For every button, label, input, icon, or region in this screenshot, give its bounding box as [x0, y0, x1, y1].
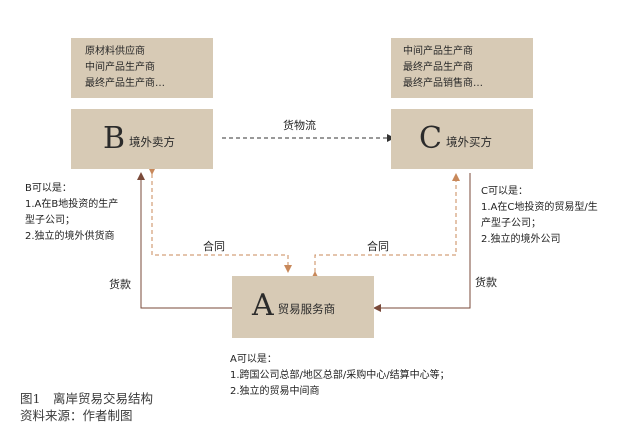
- note-b: B可以是： 1.A在B地投资的生产 型子公司； 2.独立的境外供货商: [25, 181, 118, 245]
- node-a: A 贸易服务商: [232, 276, 374, 338]
- top-left-box: 原材料供应商 中间产品生产商 最终产品生产商…: [71, 38, 213, 98]
- note-b-line-3: 型子公司；: [25, 215, 75, 226]
- top-left-line-3: 最终产品生产商…: [85, 78, 165, 89]
- note-a-line-3: 2.独立的贸易中间商: [230, 386, 320, 397]
- note-a: A可以是： 1.跨国公司总部/地区总部/采购中心/结算中心等； 2.独立的贸易中…: [230, 352, 450, 400]
- note-a-line-2: 1.跨国公司总部/地区总部/采购中心/结算中心等；: [230, 370, 450, 381]
- note-c-line-4: 2.独立的境外公司: [481, 234, 561, 245]
- payment-arrow-left: [137, 172, 232, 309]
- contract-label-left: 合同: [203, 240, 225, 253]
- goods-flow-label: 货物流: [283, 119, 316, 132]
- note-c-line-1: C可以是：: [481, 186, 528, 197]
- payment-label-left: 货款: [109, 278, 131, 291]
- note-c: C可以是： 1.A在C地投资的贸易型/生 产型子公司； 2.独立的境外公司: [481, 184, 598, 248]
- node-b-label: 境外卖方: [129, 135, 176, 149]
- top-right-box: 中间产品生产商 最终产品生产商 最终产品销售商…: [391, 38, 533, 98]
- payment-arrow-right: [373, 173, 471, 312]
- top-left-line-2: 中间产品生产商: [85, 62, 155, 73]
- node-b: B 境外卖方: [71, 109, 213, 169]
- contract-label-right: 合同: [367, 240, 389, 253]
- node-c: C 境外买方: [391, 109, 533, 169]
- note-a-line-1: A可以是：: [230, 354, 277, 365]
- top-right-line-3: 最终产品销售商…: [403, 78, 483, 89]
- note-c-line-2: 1.A在C地投资的贸易型/生: [481, 202, 598, 213]
- note-b-line-2: 1.A在B地投资的生产: [25, 199, 119, 210]
- payment-label-right: 货款: [475, 276, 497, 289]
- caption-source: 资料来源：作者制图: [20, 408, 133, 423]
- note-c-line-3: 产型子公司；: [481, 218, 541, 229]
- note-b-line-1: B可以是：: [25, 183, 72, 194]
- note-b-line-4: 2.独立的境外供货商: [25, 231, 115, 242]
- top-right-line-2: 最终产品生产商: [403, 62, 473, 73]
- caption-title: 图1 离岸贸易交易结构: [20, 391, 153, 406]
- figure-caption: 图1 离岸贸易交易结构 资料来源：作者制图: [20, 390, 153, 424]
- top-left-line-1: 原材料供应商: [85, 46, 145, 57]
- node-c-label: 境外买方: [445, 135, 492, 149]
- node-a-letter: A: [252, 288, 274, 323]
- node-c-letter: C: [419, 121, 442, 156]
- node-b-letter: B: [103, 121, 126, 156]
- node-a-label: 贸易服务商: [277, 302, 336, 316]
- top-right-line-1: 中间产品生产商: [403, 46, 473, 57]
- contract-arrow-left: [148, 167, 292, 273]
- contract-arrow-right: [311, 173, 460, 279]
